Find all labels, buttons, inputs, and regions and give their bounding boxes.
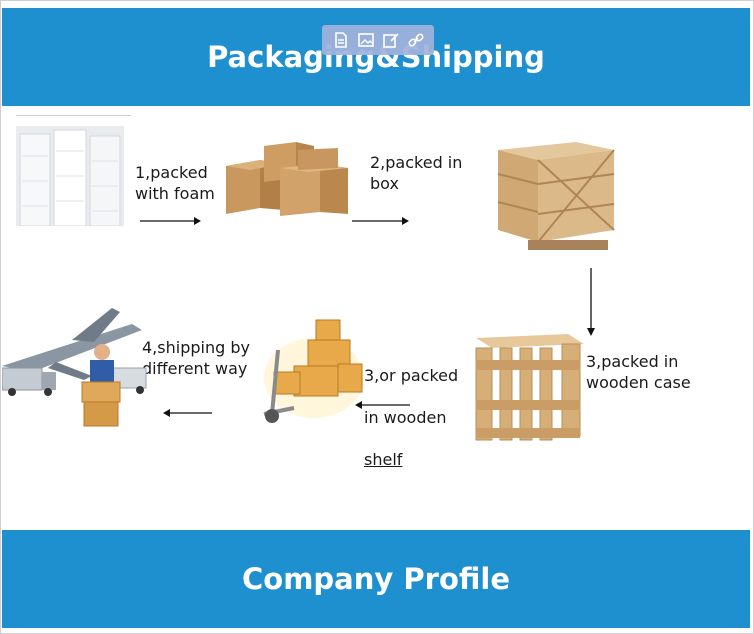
step1-caption: 1,packed with foam	[135, 163, 215, 203]
hand-truck-boxes-image	[263, 319, 364, 423]
company-profile-banner: Company Profile	[2, 530, 750, 628]
edit-icon[interactable]	[380, 29, 402, 51]
document-icon[interactable]	[330, 29, 352, 51]
step3-case-caption: 3,packed in wooden case	[586, 352, 691, 392]
step3-shelf-caption: 3,or packed in wooden shelf	[364, 366, 459, 469]
foam-rolls-image	[16, 126, 124, 226]
image-edit-icon[interactable]	[355, 29, 377, 51]
link-icon[interactable]	[405, 29, 427, 51]
packaging-process-illustration: 1,packed with foam 2,packed in box	[2, 106, 750, 530]
arrow-down-icon	[587, 268, 595, 336]
step4-caption: 4,shipping by different way	[142, 338, 250, 378]
cardboard-boxes-image	[226, 142, 348, 216]
wooden-crate-image	[497, 142, 615, 250]
edit-toolbar	[322, 25, 434, 55]
shipping-transport-image	[2, 308, 147, 427]
packaging-shipping-banner: Packaging&Shipping	[2, 8, 750, 106]
arrow-right-icon	[140, 217, 201, 225]
arrow-right-icon	[352, 217, 409, 225]
wooden-case-image	[475, 334, 584, 441]
arrow-left-icon	[163, 409, 212, 417]
divider-line	[16, 115, 131, 116]
arrow-left-icon	[355, 401, 410, 409]
step2-caption: 2,packed in box	[370, 153, 463, 193]
section-title: Company Profile	[242, 562, 510, 596]
